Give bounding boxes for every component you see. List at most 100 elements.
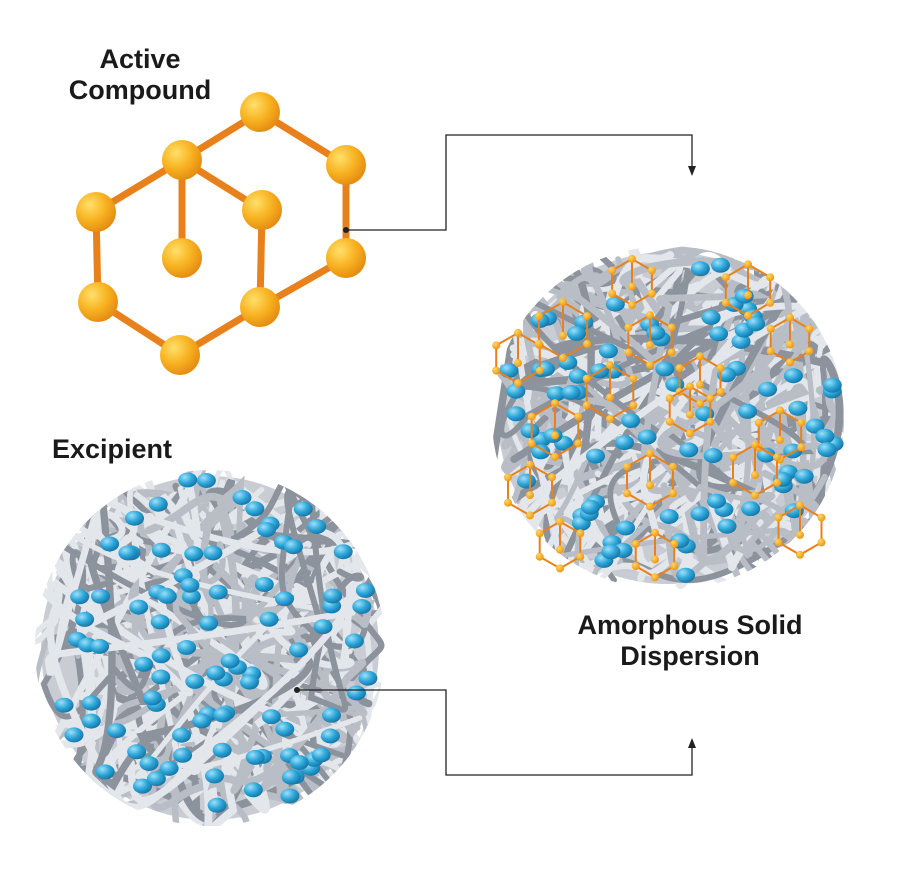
polymer-bead <box>758 381 778 397</box>
polymer-bead <box>129 599 149 615</box>
dispersed-molecule <box>624 311 676 369</box>
polymer-bead <box>358 670 378 686</box>
polymer-bead <box>64 727 84 743</box>
dispersed-molecule-atom <box>786 340 794 349</box>
polymer-bead <box>196 473 216 488</box>
polymer-bead <box>605 296 625 312</box>
polymer-bead <box>54 697 74 713</box>
polymer-bead <box>567 325 587 341</box>
dispersed-molecule-atom <box>628 301 636 309</box>
dispersed-molecule-atom <box>744 291 752 300</box>
dispersed-molecule-atom <box>686 382 694 391</box>
molecule-atom <box>162 140 202 180</box>
polymer-bead <box>157 588 177 604</box>
polymer-bead <box>232 490 252 505</box>
dispersed-molecule-atom <box>631 562 640 571</box>
polymer-bead <box>711 257 730 273</box>
polymer-bead <box>281 769 301 785</box>
dispersed-molecule-atom <box>574 412 583 421</box>
polymer-bead <box>311 747 331 763</box>
polymer-bead <box>621 413 641 429</box>
polymer-bead <box>125 510 144 526</box>
polymer-bead <box>709 326 729 342</box>
dispersed-molecule <box>534 298 592 362</box>
dispersed-molecule-atom <box>646 340 654 349</box>
polymer-bead <box>717 518 737 534</box>
polymer-strand <box>46 578 351 817</box>
polymer-bead <box>134 656 154 672</box>
amorphous-solid-dispersion-label: Amorphous Solid Dispersion <box>525 610 855 672</box>
polymer-bead <box>598 343 618 359</box>
dispersed-molecule-atom <box>686 429 694 438</box>
dispersed-molecule-atom <box>631 539 640 548</box>
polymer-bead <box>240 674 259 690</box>
molecule-atom <box>326 238 366 278</box>
polymer-bead <box>275 591 294 607</box>
molecule-atom <box>326 145 366 185</box>
polymer-beads <box>54 472 378 813</box>
dispersed-molecule-atom <box>766 273 775 282</box>
asd-label-line-2: Dispersion <box>620 641 760 672</box>
dispersed-molecule-atom <box>606 414 614 423</box>
dispersed-molecule-atom <box>721 298 730 307</box>
polymer-bead <box>91 588 110 604</box>
dispersed-molecule-atom <box>514 379 522 388</box>
dispersed-molecule <box>721 260 775 320</box>
dispersed-molecule-atom <box>535 552 544 561</box>
dispersed-molecule-atom <box>774 538 783 547</box>
polymer-bead <box>746 316 766 332</box>
dispersed-molecule-atom <box>773 453 781 462</box>
dispersed-molecule-atom <box>548 473 556 482</box>
polymer-bead <box>259 611 279 627</box>
dispersed-molecule-atom <box>696 380 704 389</box>
polymer-bead <box>352 599 372 614</box>
connector-lines <box>294 134 696 776</box>
polymer-bead <box>293 501 313 517</box>
polymer-bead <box>75 611 95 627</box>
polymer-bead <box>822 377 842 393</box>
dispersed-molecule-atom <box>716 364 725 373</box>
polymer-bead <box>185 673 205 689</box>
dispersed-molecule-atom <box>729 478 737 487</box>
polymer-bead <box>184 546 204 562</box>
polymer-bead <box>243 782 263 798</box>
molecule-atom <box>242 190 282 230</box>
dispersed-molecule-atom <box>526 491 534 500</box>
polymer-beads <box>499 257 844 583</box>
polymer-bead <box>70 589 90 605</box>
polymer-bead <box>107 723 126 739</box>
dispersed-molecule <box>675 352 725 408</box>
dispersed-molecule-atom <box>492 366 501 375</box>
polymer-bead <box>284 539 303 555</box>
dispersed-molecule-atom <box>670 562 679 571</box>
dispersed-molecule-atom <box>651 573 659 582</box>
dispersed-molecule-atom <box>675 364 684 373</box>
dispersed-molecule-atom <box>535 366 544 375</box>
dispersed-molecule-atom <box>667 323 676 332</box>
polymer-bead <box>756 447 776 463</box>
polymer-bead <box>159 760 179 776</box>
dispersed-molecule-atom <box>646 502 654 511</box>
polymer-bead <box>322 707 341 723</box>
dispersed-molecule-atom <box>527 412 536 421</box>
dispersed-molecule-atom <box>559 353 567 362</box>
polymer-bead <box>344 633 364 649</box>
polymer-bead <box>151 669 171 685</box>
dispersed-molecule-atom <box>526 460 534 469</box>
polymer-bead <box>659 509 679 524</box>
polymer-bead <box>531 444 551 460</box>
polymer-bead <box>172 727 191 743</box>
dispersed-molecule-atom <box>551 452 559 461</box>
polymer-bead <box>690 261 710 277</box>
asd-label-line-1: Amorphous Solid <box>577 610 803 640</box>
polymer-bead <box>355 582 375 598</box>
polymer-bead <box>506 406 526 422</box>
polymer-bead <box>679 442 699 458</box>
molecule-atom <box>162 238 202 278</box>
dispersed-molecule-atom <box>766 324 775 333</box>
polymer-bead <box>139 756 159 771</box>
polymer-bead <box>289 755 309 770</box>
dispersed-molecule-atom <box>696 352 704 361</box>
dispersed-molecule-atom <box>492 341 501 350</box>
polymer-bead <box>615 435 634 451</box>
